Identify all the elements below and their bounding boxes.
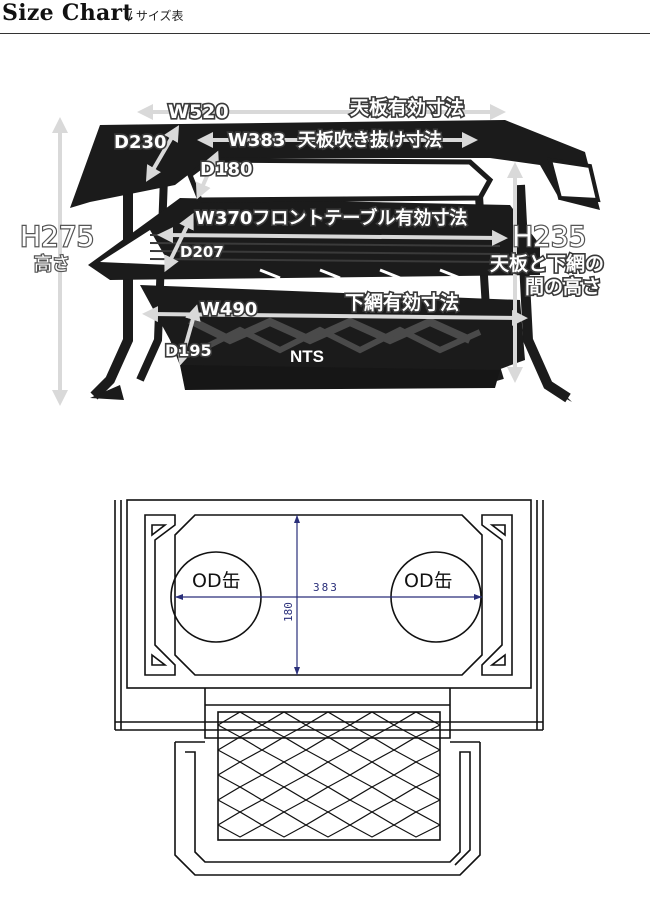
- depth-dimension-value: 180: [282, 602, 295, 622]
- label-top-depth: D230: [114, 132, 167, 153]
- label-opening-width: W383: [228, 130, 285, 151]
- page-subtitle: / サイズ表: [128, 9, 184, 23]
- width-dimension-value: 383: [313, 581, 339, 594]
- label-height-caption: 高さ: [34, 254, 70, 275]
- label-lower-effective: 下網有効寸法: [345, 291, 459, 314]
- label-front-table: W370フロントテーブル有効寸法: [195, 207, 467, 229]
- dimension-lines: [175, 515, 482, 675]
- opening-outline: [174, 514, 483, 676]
- label-top-effective: 天板有効寸法: [350, 96, 464, 119]
- label-front-depth: D207: [180, 243, 224, 261]
- page-header: Size Chart / サイズ表: [0, 0, 650, 34]
- label-height-between-caption-1: 天板と下網の: [490, 252, 604, 275]
- top-plate-outline: [126, 499, 532, 689]
- od-can-label-left: OD缶: [192, 570, 241, 592]
- front-net-mesh: [217, 711, 441, 838]
- label-height-between-caption-2: 間の高さ: [525, 275, 601, 298]
- label-height-between: H235: [512, 220, 587, 253]
- plan-view-drawing: OD缶 OD缶 383 180: [114, 499, 544, 876]
- page-title: Size Chart: [2, 0, 133, 26]
- dimension-arrows: [52, 104, 528, 406]
- od-can-label-right: OD缶: [404, 570, 453, 592]
- brand-mark: NTS: [290, 347, 324, 366]
- label-lower-depth: D195: [165, 341, 212, 360]
- label-opening-depth: D180: [200, 159, 253, 180]
- label-opening-label: 天板吹き抜け寸法: [298, 129, 442, 151]
- product-dimension-diagram: W520 天板有効寸法 D230 W383 天板吹き抜け寸法 D180 W370…: [19, 94, 606, 406]
- label-height: H275: [20, 220, 95, 253]
- label-lower-width: W490: [200, 299, 257, 320]
- label-top-width: W520: [168, 101, 229, 123]
